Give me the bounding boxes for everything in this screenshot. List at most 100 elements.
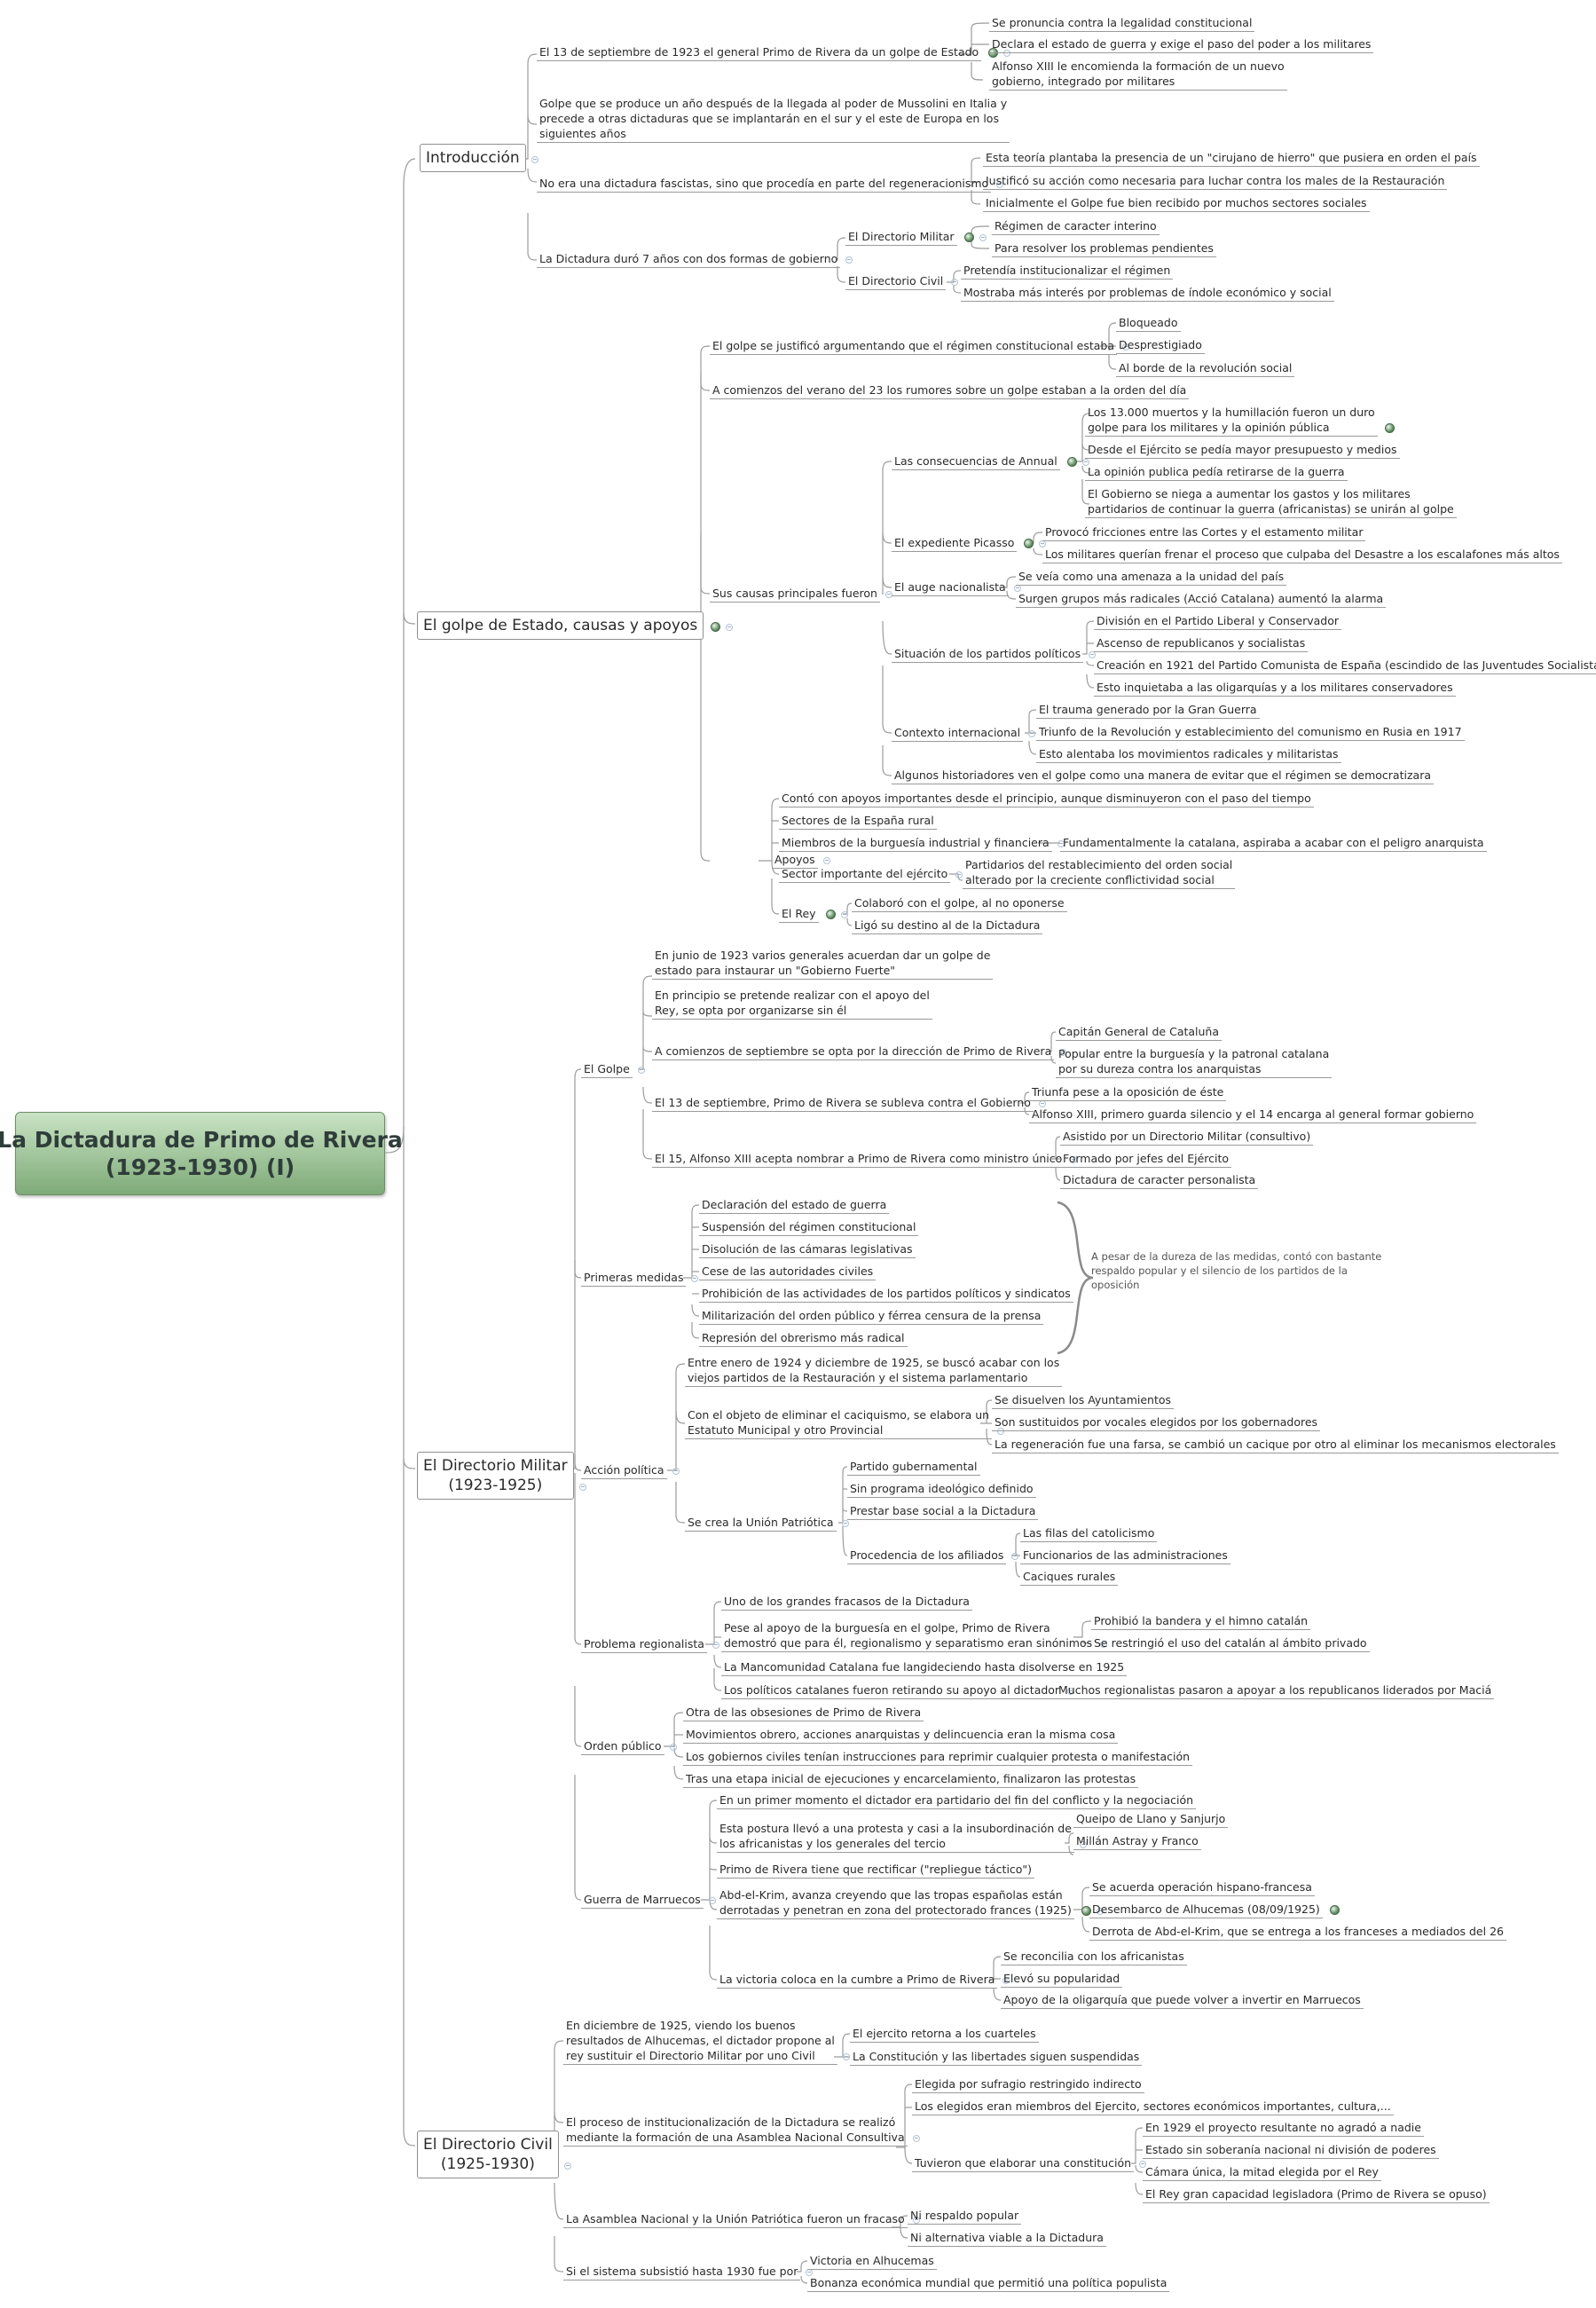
subtopic-3-2[interactable]: La Asamblea Nacional y la Unión Patrióti… [563, 2211, 920, 2228]
subtopic-1-2-2[interactable]: El auge nacionalista [892, 579, 1021, 596]
subtopic-1-2-4-0[interactable]: El trauma generado por la Gran Guerra [1036, 702, 1260, 719]
subtopic-0-3-1-1[interactable]: Mostraba más interés por problemas de ín… [961, 285, 1334, 302]
root-topic[interactable]: La Dictadura de Primo de Rivera (1923-19… [0, 1112, 403, 1195]
collapse-toggle-icon[interactable] [563, 2162, 571, 2170]
subtopic-2-0-4-1[interactable]: Formado por jefes del Ejército [1060, 1151, 1232, 1168]
collapse-toggle-icon[interactable] [822, 856, 830, 864]
collapse-toggle-icon[interactable] [1028, 729, 1036, 737]
subtopic-2-5-3-1[interactable]: Desembarco de Alhucemas (08/09/1925) [1089, 1902, 1340, 1918]
subtopic-0-0[interactable]: El 13 de septiembre de 1923 el general P… [537, 44, 1011, 61]
subtopic-1-0-1[interactable]: Desprestigiado [1116, 337, 1205, 354]
subtopic-2-5[interactable]: Guerra de Marruecos [581, 1892, 716, 1909]
subtopic-2-0-4-2[interactable]: Dictadura de caracter personalista [1060, 1172, 1259, 1189]
subtopic-0-3[interactable]: La Dictadura duró 7 años con dos formas … [537, 251, 853, 268]
subtopic-1-3-4-0[interactable]: Colaboró con el golpe, al no oponerse [852, 895, 1067, 912]
subtopic-2-2-2-0[interactable]: Partido gubernamental [847, 1459, 980, 1476]
subtopic-0-0-0[interactable]: Se pronuncia contra la legalidad constit… [989, 15, 1255, 32]
subtopic-1-2-0-2[interactable]: La opinión publica pedía retirarse de la… [1085, 464, 1348, 481]
subtopic-1-3-2-0[interactable]: Fundamentalmente la catalana, aspiraba a… [1060, 835, 1487, 852]
subtopic-2-2-0[interactable]: Entre enero de 1924 y diciembre de 1925,… [685, 1355, 1063, 1387]
collapse-toggle-icon[interactable] [979, 233, 987, 241]
subtopic-1-3-4-1[interactable]: Ligó su destino al de la Dictadura [852, 918, 1043, 934]
subtopic-0-3-0-1[interactable]: Para resolver los problemas pendientes [992, 240, 1216, 257]
subtopic-1-0-0[interactable]: Bloqueado [1116, 315, 1181, 332]
collapse-toggle-icon[interactable] [669, 1743, 677, 1751]
collapse-toggle-icon[interactable] [955, 870, 963, 878]
subtopic-1-1[interactable]: A comienzos del verano del 23 los rumore… [710, 382, 1190, 399]
subtopic-2-5-4[interactable]: La victoria coloca en la cumbre a Primo … [717, 1972, 1010, 1989]
subtopic-1-0-2[interactable]: Al borde de la revolución social [1116, 360, 1295, 377]
subtopic-3-1-2-3[interactable]: El Rey gran capacidad legisladora (Primo… [1143, 2186, 1490, 2203]
subtopic-2-2-1-1[interactable]: Son sustituidos por vocales elegidos por… [992, 1414, 1321, 1431]
collapse-toggle-icon[interactable] [691, 1274, 699, 1282]
subtopic-3-3-0[interactable]: Victoria en Alhucemas [807, 2253, 937, 2270]
subtopic-2-5-4-1[interactable]: Elevó su popularidad [1001, 1971, 1123, 1988]
subtopic-2-0-4-0[interactable]: Asistido por un Directorio Militar (cons… [1060, 1129, 1314, 1146]
subtopic-2-5-1-1[interactable]: Millán Astray y Franco [1073, 1833, 1201, 1850]
subtopic-2-5-2[interactable]: Primo de Rivera tiene que rectificar ("r… [717, 1862, 1035, 1879]
subtopic-1-3-1[interactable]: Sectores de la España rural [779, 813, 937, 830]
subtopic-1-3[interactable]: Apoyos [772, 852, 830, 869]
subtopic-2-1-5[interactable]: Militarización del orden público y férre… [699, 1308, 1044, 1325]
subtopic-2-5-3-0[interactable]: Se acuerda operación hispano-francesa [1089, 1879, 1315, 1896]
subtopic-2-1-2[interactable]: Disolución de las cámaras legislativas [699, 1241, 916, 1258]
subtopic-2-2[interactable]: Acción política [581, 1462, 680, 1479]
subtopic-1-3-4[interactable]: El Rey [779, 906, 848, 923]
collapse-toggle-icon[interactable] [1070, 1155, 1078, 1163]
subtopic-2-5-3[interactable]: Abd-el-Krim, avanza creyendo que las tro… [717, 1887, 1104, 1919]
subtopic-2-2-2-3-0[interactable]: Las filas del catolicismo [1020, 1525, 1158, 1542]
subtopic-1-2-3[interactable]: Situación de los partidos políticos [892, 646, 1097, 663]
subtopic-1-2-1-1[interactable]: Los militares querían frenar el proceso … [1042, 547, 1562, 563]
collapse-toggle-icon[interactable] [1079, 1840, 1087, 1848]
subtopic-1-2-4[interactable]: Contexto internacional [892, 725, 1036, 742]
subtopic-1-2-1[interactable]: El expediente Picasso [892, 535, 1047, 552]
subtopic-2-0-3-0[interactable]: Triunfa pese a la oposición de éste [1029, 1084, 1227, 1101]
subtopic-2-2-2-2[interactable]: Prestar base social a la Dictadura [847, 1503, 1039, 1520]
collapse-toggle-icon[interactable] [1100, 1640, 1108, 1648]
subtopic-1-2-3-1[interactable]: Ascenso de republicanos y socialistas [1094, 635, 1309, 652]
subtopic-2-0-2-1[interactable]: Popular entre la burguesía y la patronal… [1056, 1046, 1333, 1078]
subtopic-0-1[interactable]: Golpe que se produce un año después de l… [537, 96, 1010, 143]
subtopic-2-3-1-1[interactable]: Se restringió el uso del catalán al ámbi… [1091, 1635, 1370, 1652]
collapse-toggle-icon[interactable] [842, 2052, 850, 2060]
collapse-toggle-icon[interactable] [912, 2134, 920, 2142]
collapse-toggle-icon[interactable] [672, 1467, 680, 1475]
subtopic-2-3-1[interactable]: Pese al apoyo de la burguesía en el golp… [721, 1620, 1108, 1652]
collapse-toggle-icon[interactable] [841, 1519, 849, 1527]
subtopic-1-3-0[interactable]: Contó con apoyos importantes desde el pr… [779, 791, 1314, 807]
subtopic-2-3-1-0[interactable]: Prohibió la bandera y el himno catalán [1091, 1613, 1311, 1630]
collapse-toggle-icon[interactable] [726, 623, 734, 631]
subtopic-2-1-4[interactable]: Prohibición de las actividades de los pa… [699, 1286, 1073, 1303]
collapse-toggle-icon[interactable] [1002, 1976, 1010, 1984]
subtopic-2-2-2-3-2[interactable]: Caciques rurales [1020, 1569, 1119, 1586]
subtopic-3-0[interactable]: En diciembre de 1925, viendo los buenos … [563, 2018, 850, 2065]
collapse-toggle-icon[interactable] [1122, 343, 1130, 351]
subtopic-2-5-0[interactable]: En un primer momento el dictador era par… [717, 1792, 1197, 1809]
subtopic-1-2-2-1[interactable]: Surgen grupos más radicales (Acció Catal… [1016, 591, 1387, 608]
subtopic-2-4-1[interactable]: Movimientos obrero, acciones anarquistas… [683, 1727, 1119, 1744]
subtopic-2-1-1[interactable]: Suspensión del régimen constitucional [699, 1219, 919, 1236]
subtopic-2-0[interactable]: El Golpe [581, 1061, 645, 1078]
collapse-toggle-icon[interactable] [1057, 839, 1065, 847]
subtopic-3-1-2[interactable]: Tuvieron que elaborar una constitución [912, 2155, 1147, 2172]
subtopic-3-2-1[interactable]: Ni alternativa viable a la Dictadura [908, 2230, 1106, 2247]
subtopic-2-4-2[interactable]: Los gobiernos civiles tenían instruccion… [683, 1749, 1193, 1766]
subtopic-1-2-3-3[interactable]: Esto inquietaba a las oligarquías y a lo… [1094, 680, 1456, 697]
collapse-toggle-icon[interactable] [912, 2216, 920, 2224]
subtopic-3-0-1[interactable]: La Constitución y las libertades siguen … [850, 2049, 1143, 2066]
subtopic-2-4-3[interactable]: Tras una etapa inicial de ejecuciones y … [683, 1771, 1139, 1788]
subtopic-3-3[interactable]: Si el sistema subsistió hasta 1930 fue p… [563, 2264, 814, 2280]
collapse-toggle-icon[interactable] [884, 590, 892, 598]
subtopic-2-2-1-2[interactable]: La regeneración fue una farsa, se cambió… [992, 1437, 1559, 1453]
subtopic-3-1[interactable]: El proceso de institucionalización de la… [563, 2115, 920, 2147]
subtopic-0-0-2[interactable]: Alfonso XIII le encomienda la formación … [989, 59, 1287, 91]
subtopic-1-3-3-0[interactable]: Partidarios del restablecimiento del ord… [963, 857, 1236, 889]
subtopic-2-0-3-1[interactable]: Alfonso XIII, primero guarda silencio y … [1029, 1107, 1477, 1123]
subtopic-3-1-1[interactable]: Los elegidos eran miembros del Ejercito,… [912, 2099, 1394, 2115]
collapse-toggle-icon[interactable] [708, 1896, 716, 1904]
subtopic-2-1-0[interactable]: Declaración del estado de guerra [699, 1197, 890, 1214]
subtopic-1-2-0[interactable]: Las consecuencias de Annual [892, 453, 1089, 470]
subtopic-3-1-2-2[interactable]: Cámara única, la mitad elegida por el Re… [1143, 2164, 1381, 2181]
subtopic-1-2-4-2[interactable]: Esto alentaba los movimientos radicales … [1036, 746, 1341, 763]
subtopic-0-2-2[interactable]: Inicialmente el Golpe fue bien recibido … [983, 195, 1370, 212]
